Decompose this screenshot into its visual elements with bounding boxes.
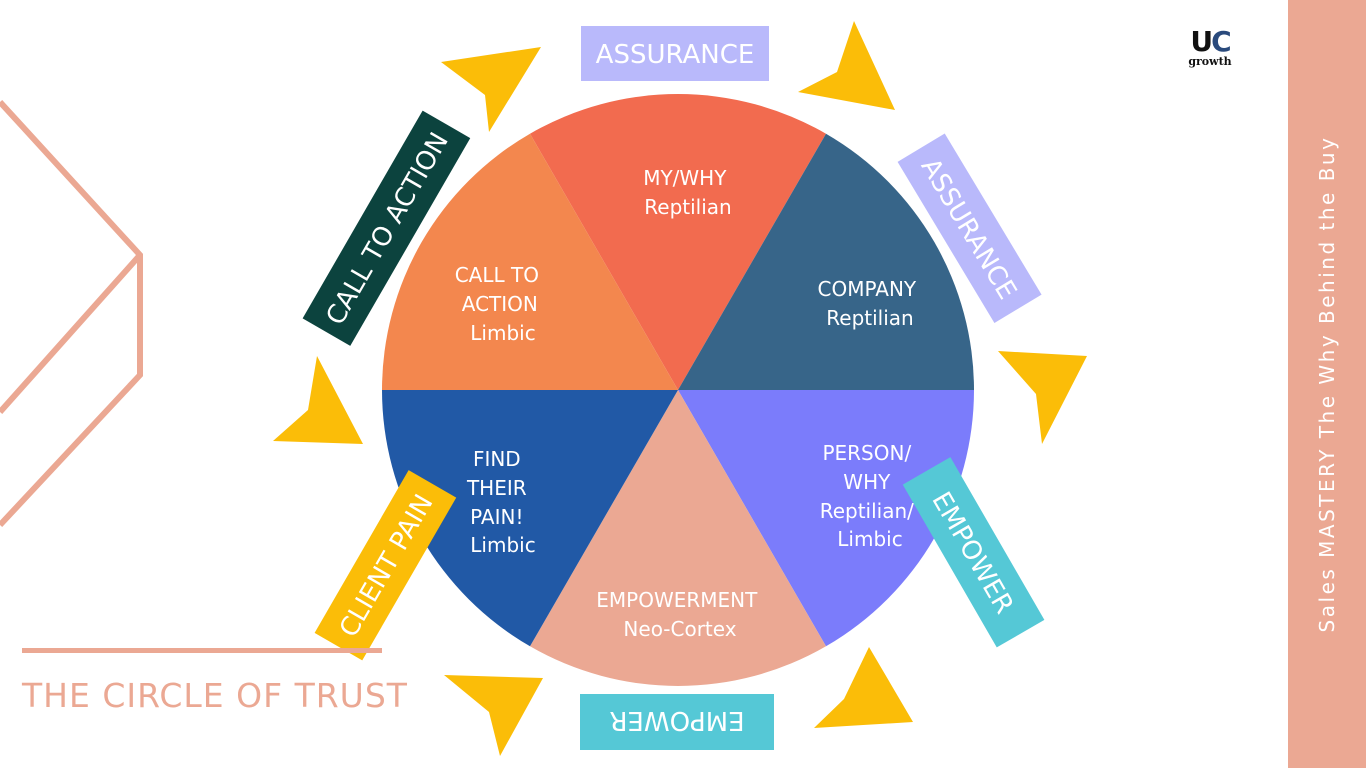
arrow-icon — [444, 675, 543, 756]
logo-letter-c: C — [1211, 25, 1232, 58]
wedge-line: Reptilian — [644, 195, 731, 219]
wedge-label-empowerment: EMPOWERMENT Neo-Cortex — [596, 588, 763, 641]
badge-empower-bottom: EMPOWER — [580, 694, 774, 750]
uc-growth-logo: UC growth — [1182, 28, 1238, 72]
arrow-icon — [441, 47, 541, 132]
wedge-line: Limbic — [470, 533, 535, 557]
badge-assurance-top: ASSURANCE — [581, 26, 769, 81]
decorative-chevron — [0, 99, 143, 528]
wedge-line: EMPOWERMENT — [596, 588, 758, 612]
arrow-icon — [998, 351, 1087, 444]
wedge-label-my-why: MY/WHY Reptilian — [643, 166, 733, 219]
wedge-line: CALL TO — [455, 263, 539, 287]
wedge-label-person-why: PERSON/ WHY Reptilian/ Limbic — [820, 441, 921, 551]
wedge-company — [678, 133, 974, 390]
wedge-label-find-their-pain: FIND THEIR PAIN! Limbic — [466, 447, 536, 557]
cycle-arrows — [273, 21, 1087, 756]
wedge-person-why — [678, 390, 974, 647]
badge-label: EMPOWER — [609, 705, 744, 735]
title-underline — [22, 648, 382, 653]
wedge-call-to-action — [382, 133, 678, 390]
wedge-line: FIND — [473, 447, 521, 471]
trust-wheel — [382, 94, 974, 686]
badge-client-pain: CLIENT PAIN — [314, 470, 457, 661]
arrow-icon — [814, 647, 913, 728]
logo-letter-u: U — [1190, 25, 1213, 58]
logo-subtitle: growth — [1188, 55, 1232, 68]
wedge-my-why — [530, 94, 826, 390]
wedge-label-company: COMPANY Reptilian — [818, 277, 923, 330]
wedge-line: PERSON/ — [822, 441, 911, 465]
arrow-icon — [273, 356, 363, 444]
wedge-line: Limbic — [837, 527, 902, 551]
wedge-line: PAIN! — [470, 505, 523, 529]
wedge-line: Neo-Cortex — [623, 617, 736, 641]
wedge-line: Reptilian — [826, 306, 913, 330]
arrow-icon — [798, 21, 895, 110]
right-sidebar — [1288, 0, 1366, 768]
wedge-line: WHY — [843, 470, 891, 494]
badge-label: ASSURANCE — [596, 40, 755, 70]
wedge-line: ACTION — [462, 292, 538, 316]
wedge-label-call-to-action: CALL TO ACTION Limbic — [455, 263, 546, 345]
wedge-empowerment — [530, 390, 826, 686]
wedge-line: MY/WHY — [643, 166, 727, 190]
wedge-line: THEIR — [466, 476, 527, 500]
wedge-line: Limbic — [470, 321, 535, 345]
page-title: THE CIRCLE OF TRUST — [22, 676, 408, 715]
wedge-line: Reptilian/ — [820, 499, 914, 523]
wedge-line: COMPANY — [818, 277, 917, 301]
sidebar-caption: Sales MASTERY The Why Behind the Buy — [1315, 135, 1339, 633]
wedge-find-their-pain — [382, 390, 678, 647]
